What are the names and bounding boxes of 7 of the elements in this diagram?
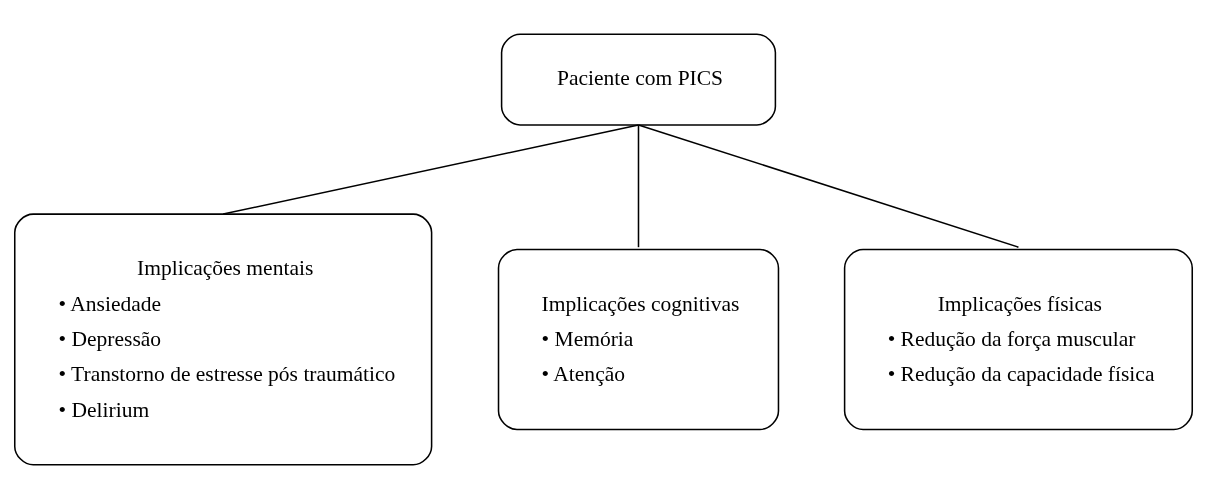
connector <box>637 123 640 248</box>
node-box: Implicações mentais • Ansiedade • Depressão • Transtorno de estresse pós traumático • Delirium <box>14 212 433 466</box>
node-box: Paciente com PICS <box>500 32 777 126</box>
node-box: Implicações físicas • Redução da força muscular • Redução da capacidade física <box>843 248 1193 430</box>
connector <box>222 123 640 215</box>
connector <box>637 123 1020 248</box>
node-box: Implicações cognitivas • Memória • Atenção <box>497 248 780 430</box>
